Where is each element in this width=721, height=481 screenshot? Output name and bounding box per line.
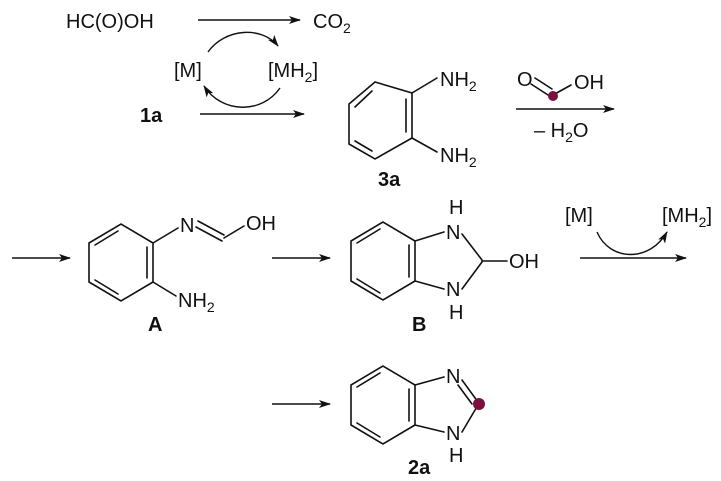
compound-3a-label: 3a xyxy=(378,169,401,191)
imine-double-2 xyxy=(197,220,225,236)
bond-ring-n-bottom xyxy=(414,424,445,433)
hydroxyl-text: OH xyxy=(574,72,604,94)
nh-top-h: H xyxy=(449,197,463,219)
hydroxyl-text: OH xyxy=(246,213,276,235)
imine-n: N xyxy=(180,215,194,237)
intermediate-A: N OH NH2 A xyxy=(88,213,276,336)
hydroxyl-text: OH xyxy=(509,251,539,273)
benzene-ring xyxy=(350,365,416,445)
bond-ring-n-top xyxy=(414,231,445,242)
carbonyl-bond-2 xyxy=(534,77,553,90)
carbonyl-o: O xyxy=(517,69,533,91)
cycle-arrow-upper xyxy=(207,31,279,53)
product-2a: N N H 2a xyxy=(350,365,485,479)
benzene-ring xyxy=(348,81,413,160)
cycle-arrow-lower xyxy=(203,85,281,108)
benzene-ring xyxy=(88,223,154,302)
co2-text: CO2 xyxy=(313,11,351,36)
bond-ring-n-top xyxy=(414,376,445,386)
nh-top-n: N xyxy=(446,222,460,244)
compound-1a-label: 1a xyxy=(140,105,163,127)
nh-bottom-n: N xyxy=(446,279,460,301)
imine-double-1 xyxy=(195,226,223,242)
labelled-carbon-dot xyxy=(548,91,558,101)
compound-3a: NH2 NH2 3a xyxy=(348,69,477,191)
bond-nh-c2 xyxy=(461,404,479,433)
benzene-ring xyxy=(350,221,416,301)
dehydrogenation-step: [M] [MH2] xyxy=(565,205,712,262)
bond-c-n-imine xyxy=(152,227,179,244)
bond-c-nh2 xyxy=(152,281,177,297)
nh-bottom-h: H xyxy=(449,302,463,324)
bond-c-n-top xyxy=(411,77,438,94)
intermediate-B-label: B xyxy=(412,314,426,336)
intermediate-A-label: A xyxy=(148,314,162,336)
formic-acid-reagent: O OH – H2O xyxy=(516,69,615,145)
product-2a-label: 2a xyxy=(408,457,431,479)
bond-n-c2-double-2 xyxy=(457,384,473,405)
bond-n-c2-bottom xyxy=(461,261,483,290)
amine-top: NH2 xyxy=(440,69,477,94)
amine-bottom: NH2 xyxy=(440,145,477,170)
formic-acid-cycle: HC(O)OH CO2 [M] [MH2] 1a xyxy=(66,11,351,127)
bond-n-c2-top xyxy=(461,233,483,261)
labelled-carbon-dot xyxy=(473,398,485,410)
imine-n: N xyxy=(446,366,460,388)
amine-text: NH2 xyxy=(178,290,215,315)
catalyst-text: [M] xyxy=(174,60,202,82)
nh-h: H xyxy=(449,445,463,467)
catalyst-text: [M] xyxy=(565,205,593,227)
metal-hydride-text: [MH2] xyxy=(268,60,318,85)
bond-n-c2-double-1 xyxy=(461,379,479,403)
bond-c-n-bottom xyxy=(411,137,438,153)
formic-acid-text: HC(O)OH xyxy=(66,11,154,33)
carbonyl-bond-1 xyxy=(530,83,549,96)
bond-ring-n-bottom xyxy=(414,280,445,290)
minus-water-text: – H2O xyxy=(534,120,588,145)
hydride-transfer-arrow xyxy=(596,231,668,256)
metal-hydride-text: [MH2] xyxy=(662,205,712,230)
intermediate-B: H N N H OH B xyxy=(350,197,539,336)
nh-n: N xyxy=(446,423,460,445)
c-oh-bond xyxy=(223,225,245,239)
